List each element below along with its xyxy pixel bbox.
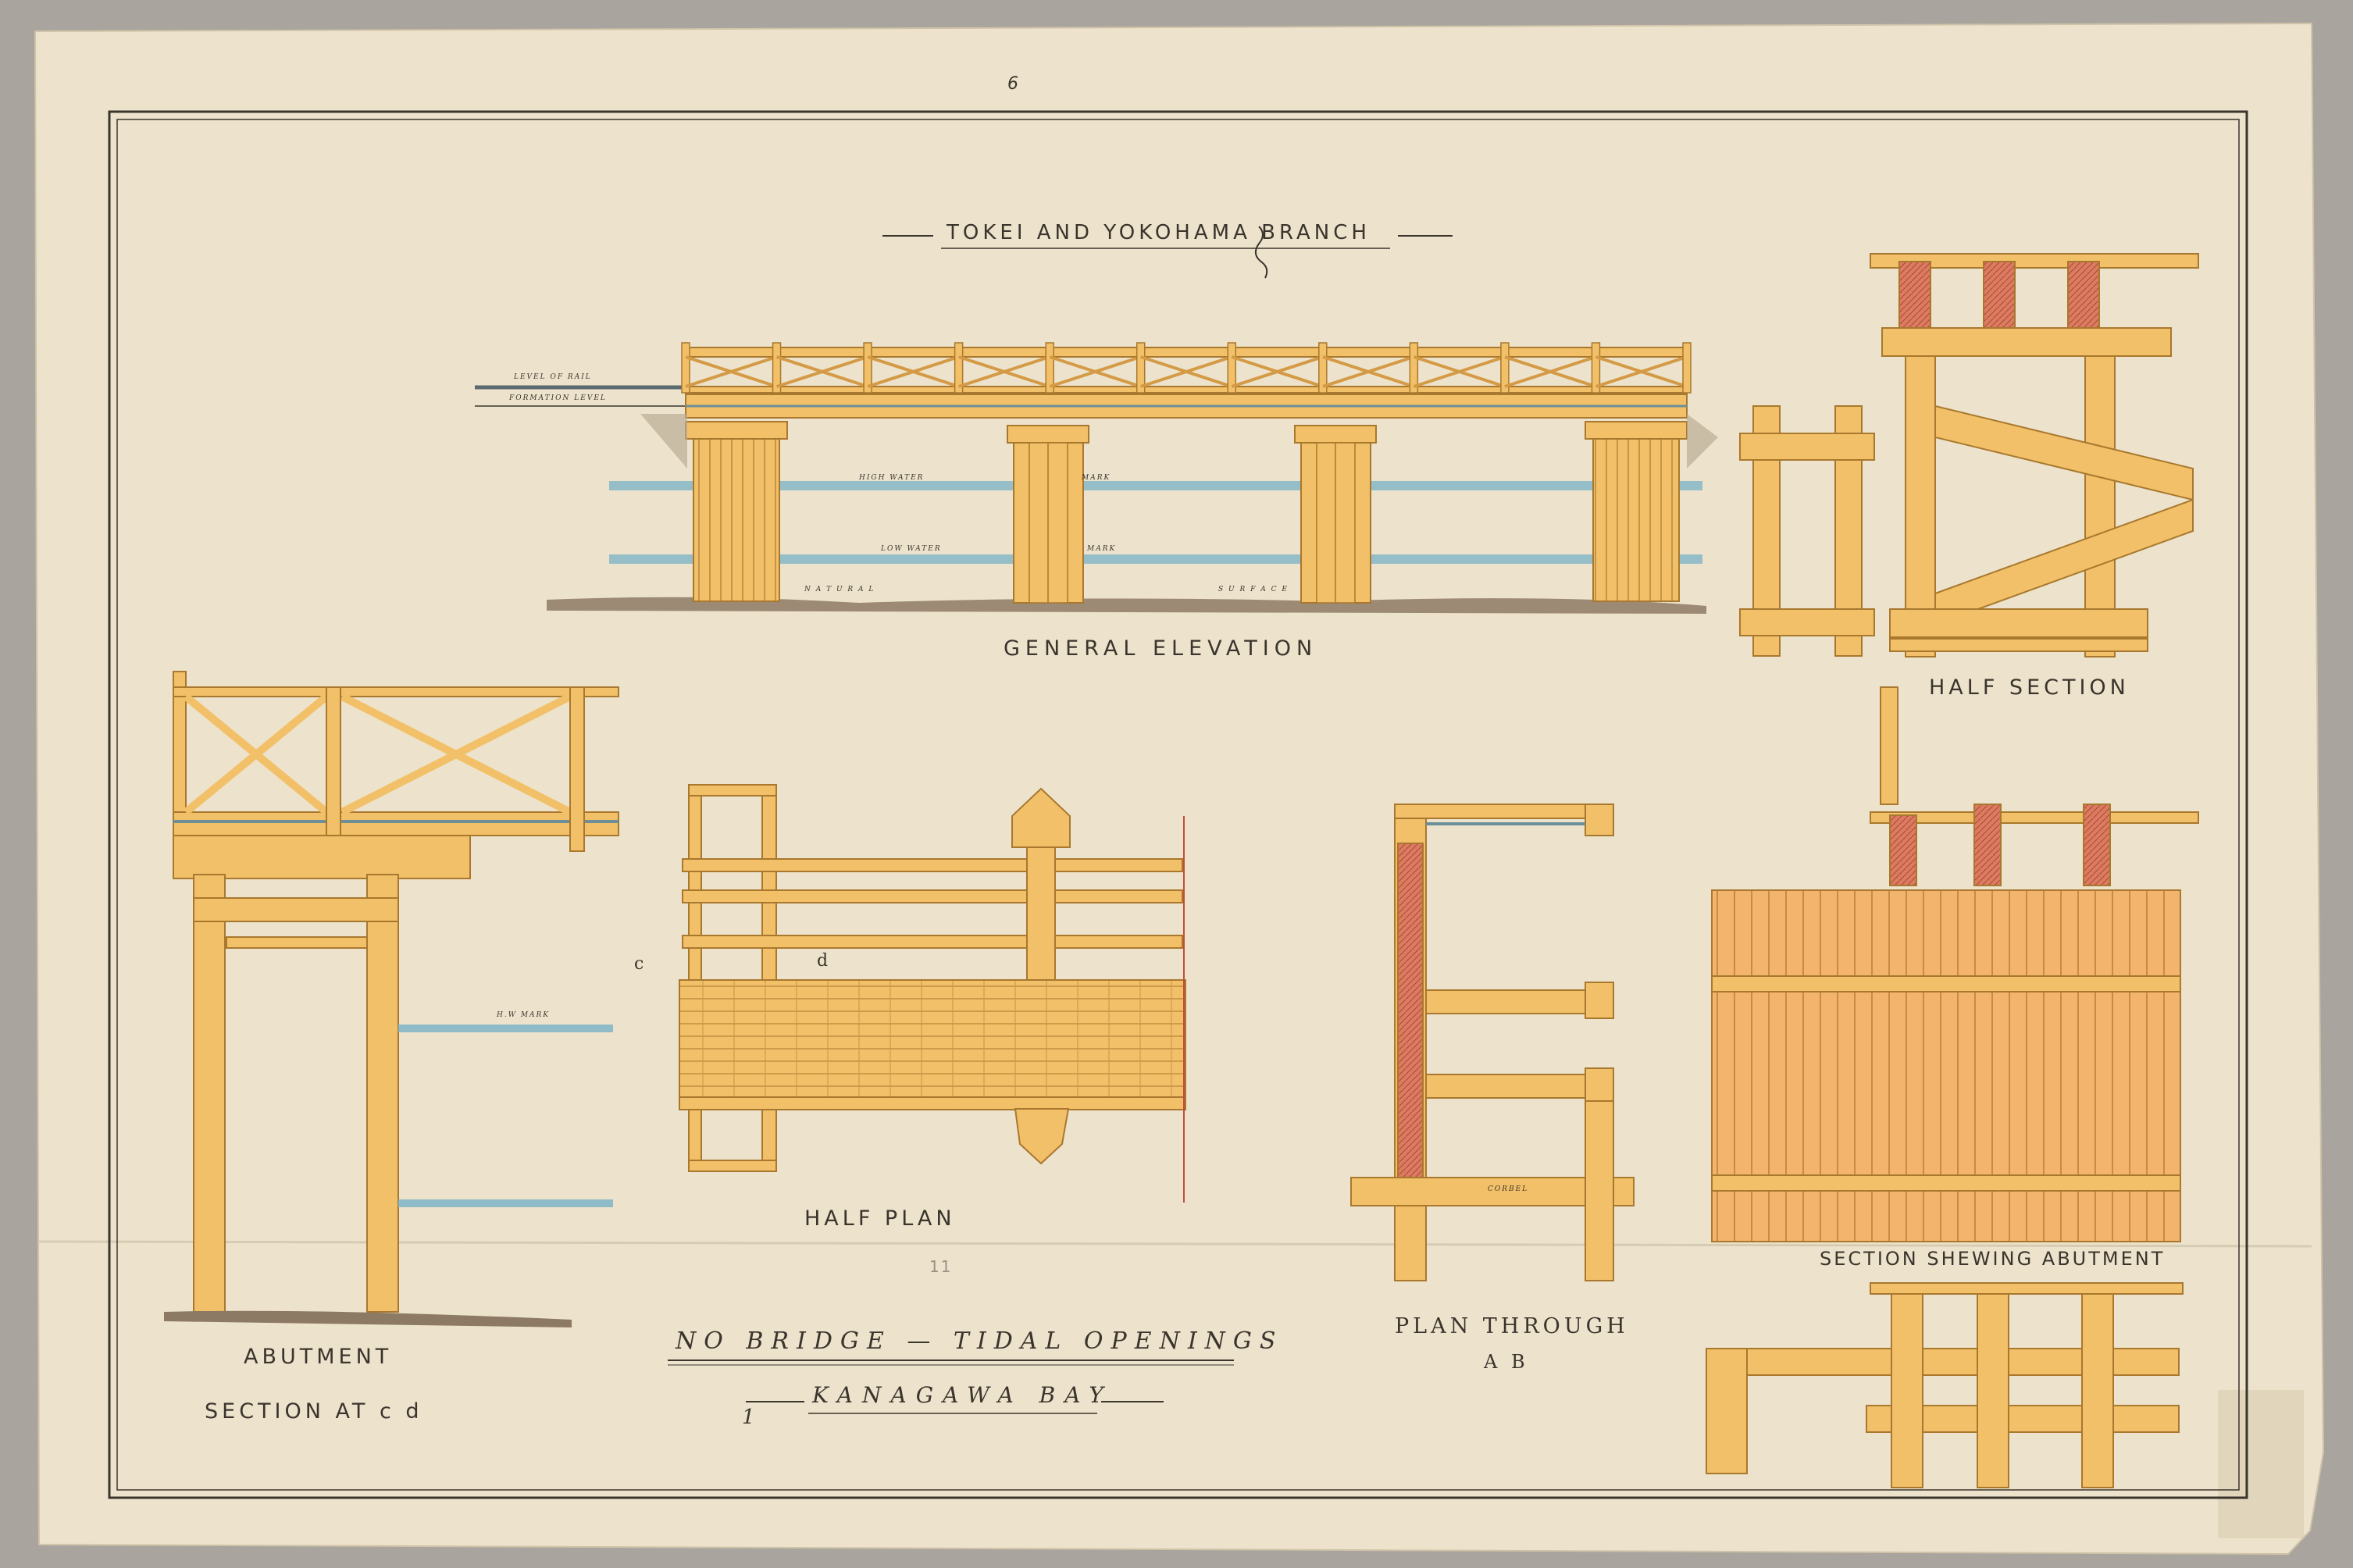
low-mark-label: MARK <box>1087 545 1117 553</box>
border-outer <box>108 110 2248 1499</box>
pencil-mark: 11 <box>929 1257 953 1276</box>
hw-mark-label: H.W MARK <box>497 1011 551 1019</box>
corner-mark: 1 <box>742 1406 757 1429</box>
section-at-label: SECTION AT c d <box>205 1399 423 1424</box>
plan-through <box>1350 804 1635 1281</box>
general-elevation <box>475 342 1718 614</box>
railing-brace <box>1413 355 1506 388</box>
lw-water <box>398 1199 613 1207</box>
pier-right <box>1585 421 1688 602</box>
low-water-band <box>609 554 1702 564</box>
natural-label: N A T U R A L <box>804 586 875 593</box>
low-water-label: LOW WATER <box>881 545 942 553</box>
railing-post <box>681 342 690 394</box>
railing-post <box>1500 342 1510 394</box>
railing-brace <box>775 355 868 388</box>
abutment-view <box>173 671 619 1313</box>
drawing-title: NO BRIDGE — TIDAL OPENINGS <box>676 1327 1284 1355</box>
abutment-shadow <box>640 414 687 469</box>
half-section-label: HALF SECTION <box>1929 675 2130 700</box>
railing-brace <box>1595 355 1688 388</box>
railing-brace <box>1231 355 1324 388</box>
railing-brace <box>1504 355 1597 388</box>
pier-center-1 <box>1007 425 1089 604</box>
abutment-ground <box>164 1310 572 1327</box>
railing-post <box>863 342 872 394</box>
railing-brace <box>958 355 1050 388</box>
natural-surface <box>547 597 1706 614</box>
general-elevation-label: GENERAL ELEVATION <box>1004 636 1318 661</box>
formation-level-label: FORMATION LEVEL <box>509 394 607 402</box>
railing-post <box>1136 342 1146 394</box>
hw-water <box>398 1025 613 1032</box>
plan-through-sub: A B <box>1484 1351 1529 1373</box>
stain <box>2218 1390 2304 1538</box>
abutment-label: ABUTMENT <box>244 1345 393 1369</box>
railing-post <box>1682 342 1692 394</box>
railing-brace <box>1140 355 1232 388</box>
high-water-label: HIGH WATER <box>859 474 925 482</box>
railing-post <box>1409 342 1419 394</box>
surface-label: S U R F A C E <box>1218 586 1289 593</box>
level-of-rail-label: LEVEL OF RAIL <box>514 373 592 381</box>
railing-brace <box>1322 355 1414 388</box>
fold-line <box>38 1240 2312 1248</box>
sheet-number: 6 <box>1007 74 1020 94</box>
plan-d-label: d <box>817 951 830 971</box>
pier-left <box>685 421 788 602</box>
railing-post <box>1045 342 1054 394</box>
railing-post <box>1591 342 1601 394</box>
ink-squiggle <box>1254 226 1268 279</box>
railing-post <box>954 342 964 394</box>
section-abutment <box>1706 686 2199 1488</box>
railing-brace <box>685 355 778 388</box>
plan-c-label: c <box>634 954 646 974</box>
pier-center-2 <box>1294 425 1377 604</box>
railing-brace <box>1049 355 1142 388</box>
railing-post <box>772 342 782 394</box>
high-water-band <box>609 481 1702 490</box>
half-plan-label: HALF PLAN <box>804 1206 956 1231</box>
plan-through-label: PLAN THROUGH <box>1395 1314 1629 1338</box>
half-section <box>1739 253 2199 657</box>
high-mark-label: MARK <box>1082 474 1111 482</box>
border-inner <box>116 119 2240 1491</box>
railing-post <box>1318 342 1328 394</box>
railing-post <box>1227 342 1237 394</box>
railing-brace <box>867 355 960 388</box>
drawing-subtitle: KANAGAWA BAY <box>812 1382 1113 1408</box>
half-plan <box>679 784 1186 1172</box>
section-abutment-label: SECTION SHEWING ABUTMENT <box>1820 1248 2166 1270</box>
header-title: TOKEI AND YOKOHAMA BRANCH <box>947 221 1371 244</box>
corbel-label: CORBEL <box>1488 1185 1529 1193</box>
